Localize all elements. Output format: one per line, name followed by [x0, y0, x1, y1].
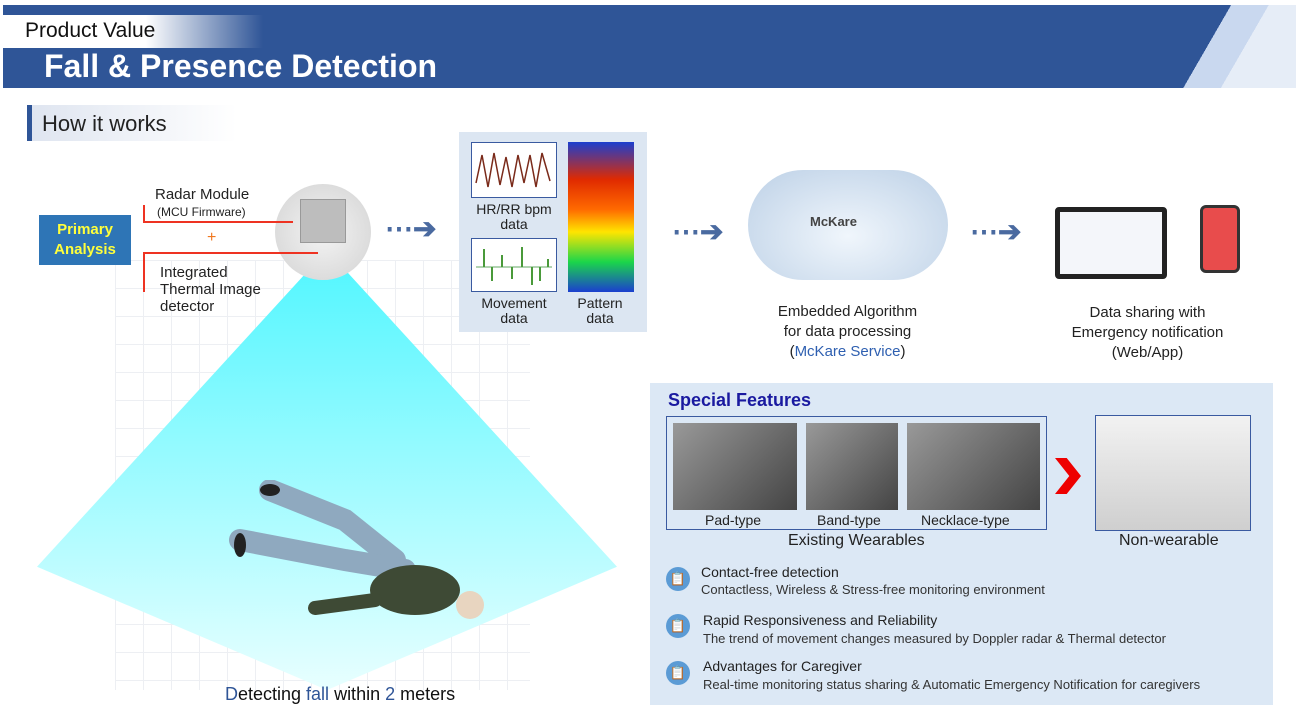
fallen-person-illustration — [229, 480, 484, 619]
cloud-server-illustration — [748, 170, 948, 280]
band-type-label: Band-type — [817, 512, 881, 528]
section-heading: How it works — [27, 105, 237, 141]
pt-line1: Pattern — [577, 295, 623, 311]
feature-desc: Real-time monitoring status sharing & Au… — [703, 677, 1201, 692]
algo-line3: (McKare Service) — [740, 342, 955, 362]
hr-line1: HR/RR bpm — [476, 201, 552, 217]
algorithm-caption: Embedded Algorithm for data processing (Mc… — [740, 302, 955, 362]
clipboard-icon: 📋 — [666, 614, 690, 638]
feature-desc: The trend of movement changes measured b… — [703, 631, 1166, 646]
band-type-photo — [806, 423, 898, 510]
laptop-dashboard-illustration — [1055, 207, 1167, 279]
section-heading-text: How it works — [42, 111, 167, 136]
share-line2: Emergency notification — [1071, 324, 1224, 341]
primary-line1: Primary — [57, 221, 113, 238]
thermal-line1: Integrated — [160, 264, 228, 281]
primary-line2: Analysis — [54, 241, 116, 258]
movement-chart-icon — [471, 238, 557, 292]
slide-subtitle: Product Value — [25, 19, 156, 42]
cap-2: 2 — [385, 684, 396, 704]
necklace-type-label: Necklace-type — [921, 512, 1010, 528]
thermal-line3: detector — [160, 298, 215, 315]
phone-alert-illustration — [1200, 205, 1240, 273]
radar-chip — [300, 199, 346, 243]
mv-line1: Movement — [481, 295, 547, 311]
share-line3: (Web/App) — [1111, 344, 1184, 361]
mcu-firmware-label: (MCU Firmware) — [157, 205, 246, 219]
cap-meters: meters — [395, 684, 456, 704]
header-decoration — [1156, 5, 1296, 88]
special-features-title: Special Features — [668, 390, 812, 410]
flow-arrow-2: ⋯➔ — [672, 216, 724, 247]
slide-title: Fall & Presence Detection — [44, 48, 438, 84]
algo-line2: for data processing — [783, 323, 912, 340]
thermal-line2: Thermal Image — [160, 281, 261, 298]
flow-arrow-3: ⋯➔ — [970, 216, 1022, 247]
existing-wearables-box — [666, 416, 1047, 530]
cap-within: within — [329, 684, 386, 704]
flow-arrow-1: ⋯➔ — [385, 213, 437, 244]
feature-desc: Contactless, Wireless & Stress-free moni… — [701, 582, 1045, 597]
hr-rr-chart-icon — [471, 142, 557, 198]
cap-fall: fall — [306, 684, 330, 704]
paren-open: ( — [789, 343, 795, 360]
necklace-type-photo — [907, 423, 1040, 510]
radar-module-label: Radar Module — [155, 186, 250, 203]
non-wearable-illustration — [1095, 415, 1251, 531]
radar-connector-line — [143, 205, 293, 223]
pad-type-photo — [673, 423, 797, 510]
clipboard-icon: 📋 — [666, 661, 690, 685]
feature-title: Rapid Responsiveness and Reliability — [703, 612, 938, 628]
pt-line2: data — [586, 310, 614, 326]
detection-range-caption: Detecting fall within 2 meters — [225, 684, 455, 705]
feature-title: Contact-free detection — [701, 564, 839, 580]
algo-line1: Embedded Algorithm — [777, 303, 918, 320]
share-line1: Data sharing with — [1089, 304, 1206, 321]
hr-line2: data — [500, 216, 528, 232]
mckare-service-text: McKare Service — [794, 343, 901, 360]
paren-close: ) — [900, 343, 906, 360]
plus-sign: + — [207, 229, 217, 246]
non-wearable-label: Non-wearable — [1119, 532, 1219, 549]
mckare-logo: McKare — [810, 214, 857, 229]
feature-title: Advantages for Caregiver — [703, 658, 862, 674]
pad-type-label: Pad-type — [705, 512, 762, 528]
cap-detecting: etecting — [238, 684, 307, 704]
thermal-pattern-image — [568, 142, 634, 292]
thermal-connector-line — [143, 252, 318, 292]
mv-line2: data — [500, 310, 528, 326]
clipboard-icon: 📋 — [666, 567, 690, 591]
subtitle-background — [3, 15, 263, 48]
cap-d: D — [225, 684, 238, 704]
existing-wearables-label: Existing Wearables — [788, 532, 925, 549]
